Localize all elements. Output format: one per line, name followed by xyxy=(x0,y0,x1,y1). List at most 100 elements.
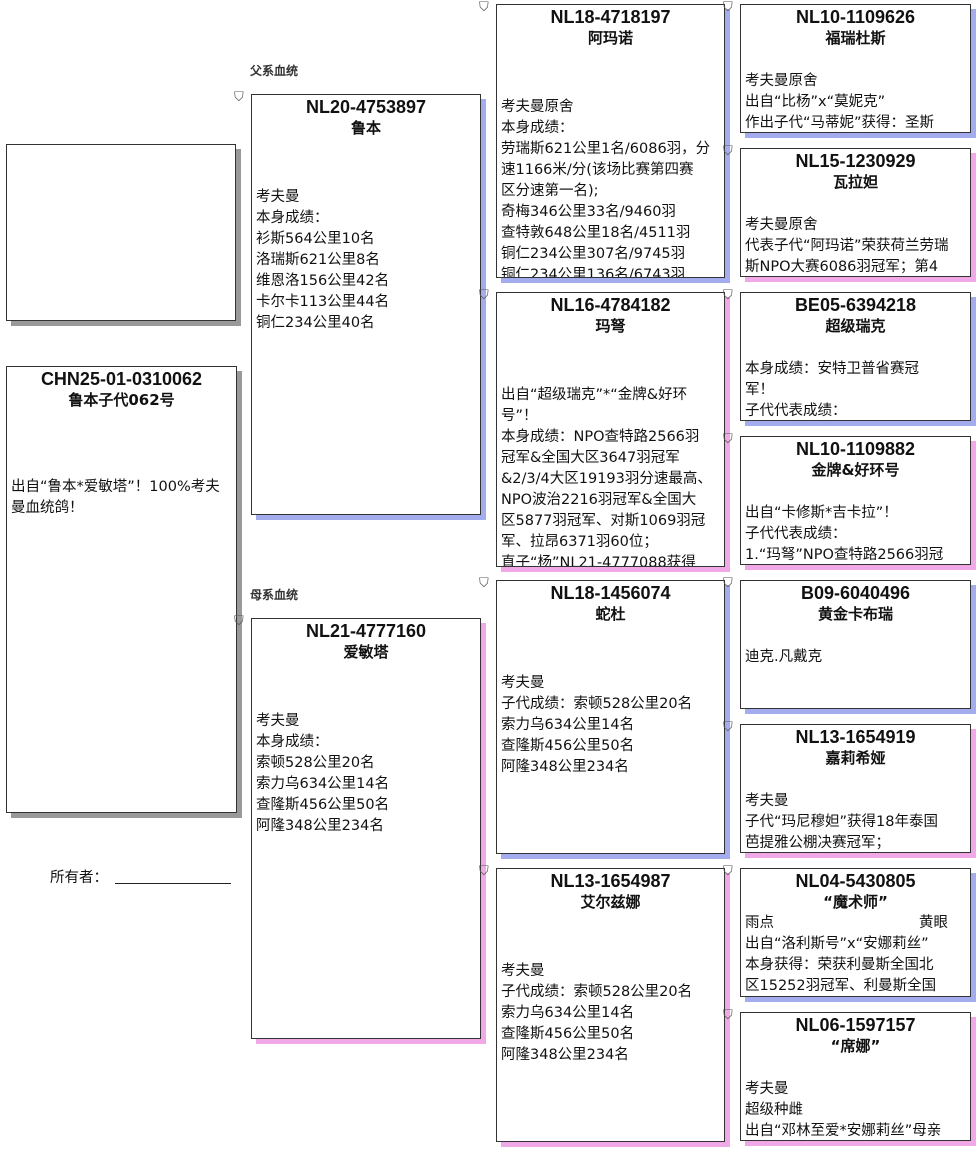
description-line: 考夫曼 xyxy=(501,963,545,979)
bird-name: 阿玛诺 xyxy=(587,29,633,47)
edit-bucket-icon[interactable]: ⛉ xyxy=(723,1008,733,1023)
owner-label: 所有者： xyxy=(50,870,108,886)
description-line: 子代成绩：索顿528公里20名 xyxy=(501,984,693,1000)
edit-bucket-icon[interactable]: ⛉ xyxy=(723,864,733,879)
description-line: 超级种雌 xyxy=(745,1102,803,1118)
description-line: 查隆斯456公里50名 xyxy=(501,1026,635,1042)
description-line: 号”！ xyxy=(501,408,538,424)
description-line: 代表子代“阿玛诺”荣获荷兰劳瑞 xyxy=(745,238,949,254)
description-line: 本身成绩：NPO查特路2566羽 xyxy=(501,429,700,445)
bird-name: 黄金卡布瑞 xyxy=(817,605,893,623)
subject-description: 出自“鲁本*爱敏塔”！100%考夫曼血统鸽！ xyxy=(11,479,220,516)
ring-number: NL20-4753897 xyxy=(305,97,427,117)
description-line: 出自“洛利斯号”x“安娜莉丝” xyxy=(745,936,929,952)
bird-name: 艾尔兹娜 xyxy=(580,893,641,911)
edit-bucket-icon[interactable]: ⛉ xyxy=(479,864,489,879)
bird-description: 考夫曼本身成绩：索顿528公里20名索力乌634公里14名查隆斯456公里50名… xyxy=(256,711,478,837)
pedigree-card-dd-sire[interactable]: NL04-5430805 “魔术师” 雨点黄眼出自“洛利斯号”x“安娜莉丝” 本身获得… xyxy=(740,868,971,997)
pedigree-card-dd-dam[interactable]: NL06-1597157“席娜”考夫曼超级种雌出自“邓林至爱*安娜莉丝”母亲 xyxy=(740,1012,971,1141)
bird-description: 出自“卡修斯*吉卡拉”！子代代表成绩：1.“玛弩”NPO查特路2566羽冠 xyxy=(745,503,968,564)
ring-number: NL10-1109882 xyxy=(795,439,916,459)
bird-name: 超级瑞克 xyxy=(825,317,886,335)
description-line: 冠军&全国大区3647羽冠军 xyxy=(501,450,680,466)
bird-description: 考夫曼原舍出自“比杨”x“莫妮克”作出子代“马蒂妮”获得：圣斯 xyxy=(745,71,968,132)
bird-name: 爱敏塔 xyxy=(343,643,389,661)
edit-bucket-icon[interactable]: ⛉ xyxy=(234,614,244,629)
description-line: 卡尔卡113公里44名 xyxy=(256,294,390,310)
description-line: 1.“玛弩”NPO查特路2566羽冠 xyxy=(745,547,944,563)
description-line: 雨点黄眼 xyxy=(745,913,968,934)
ring-number: B09-6040496 xyxy=(800,583,911,603)
description-line: 子代代表成绩： xyxy=(745,526,847,542)
description-line: 子代成绩：索顿528公里20名 xyxy=(501,696,693,712)
description-line: 迪克.凡戴克 xyxy=(745,649,823,665)
bird-description: 考夫曼原舍代表子代“阿玛诺”荣获荷兰劳瑞斯NPO大赛6086羽冠军；第4 xyxy=(745,215,968,276)
description-line: 考夫曼 xyxy=(256,713,300,729)
edit-bucket-icon[interactable]: ⛉ xyxy=(723,432,733,447)
description-line: 考夫曼 xyxy=(256,189,300,205)
description-line: 本身获得：荣获利曼斯全国北 xyxy=(745,957,934,973)
edit-bucket-icon[interactable]: ⛉ xyxy=(479,0,489,15)
description-line: 考夫曼 xyxy=(501,675,545,691)
edit-bucket-icon[interactable]: ⛉ xyxy=(723,288,733,303)
description-line: 索顿528公里20名 xyxy=(256,755,375,771)
edit-bucket-icon[interactable]: ⛉ xyxy=(479,576,489,591)
owner-input-line[interactable] xyxy=(115,883,231,884)
description-line: 阿隆348公里234名 xyxy=(501,1047,629,1063)
description-line: 奇梅346公里33名/9460羽 xyxy=(501,204,676,220)
edit-bucket-icon[interactable]: ⛉ xyxy=(479,288,489,303)
description-part: 雨点 xyxy=(745,915,774,931)
bird-name: 嘉莉希娅 xyxy=(825,749,886,767)
photo-placeholder xyxy=(6,144,236,321)
bird-name: “魔术师” xyxy=(823,893,888,911)
description-line: 本身成绩：安特卫普省赛冠 xyxy=(745,361,919,377)
bird-name: 金牌&好环号 xyxy=(811,461,900,479)
description-line: 区分速第一名); xyxy=(501,183,599,199)
bird-description: 考夫曼超级种雌出自“邓林至爱*安娜莉丝”母亲 xyxy=(745,1079,968,1140)
edit-bucket-icon[interactable]: ⛉ xyxy=(723,576,733,591)
ring-number: NL21-4777160 xyxy=(305,621,427,641)
bird-description: 出自“超级瑞克”*“金牌&好环号”！本身成绩：NPO查特路2566羽冠军&全国大… xyxy=(501,385,722,567)
description-line: 考夫曼 xyxy=(745,1081,789,1097)
description-line: 子代代表成绩： xyxy=(745,403,847,419)
bird-name: 蛇杜 xyxy=(595,605,626,623)
edit-bucket-icon[interactable]: ⛉ xyxy=(234,90,244,105)
bird-description: 考夫曼原舍本身成绩：劳瑞斯621公里1名/6086羽，分速1166米/分(该场比… xyxy=(501,97,722,277)
description-line: 直子“杨”NL21-4777088获得 xyxy=(501,555,696,567)
description-line: 本身成绩： xyxy=(256,734,329,750)
bird-description: 考夫曼子代“玛尼穆妲”获得18年泰国芭提雅公棚决赛冠军； xyxy=(745,791,968,852)
description-line: 阿隆348公里234名 xyxy=(256,818,384,834)
ring-number: NL04-5430805 xyxy=(795,871,916,891)
sire-line-label: 父系血统 xyxy=(250,64,299,78)
bird-name: 瓦拉妲 xyxy=(832,173,878,191)
pedigree-card-ds-dam[interactable]: NL13-1654919 嘉莉希娅考夫曼子代“玛尼穆妲”获得18年泰国芭提雅公棚决… xyxy=(740,724,971,853)
ring-number: NL15-1230929 xyxy=(795,151,916,171)
description-line: NPO波治2216羽冠军&全国大 xyxy=(501,492,697,508)
description-line: 考夫曼原舍 xyxy=(501,99,574,115)
description-line: 子代“玛尼穆妲”获得18年泰国 xyxy=(745,814,938,830)
ring-number: NL06-1597157 xyxy=(795,1015,916,1035)
edit-bucket-icon[interactable]: ⛉ xyxy=(723,0,733,15)
description-line: 铜仁234公里40名 xyxy=(256,315,375,331)
ring-number: NL13-1654919 xyxy=(795,727,916,747)
description-line: 衫斯564公里10名 xyxy=(256,231,375,247)
description-line: 速1166米/分(该场比赛第四赛 xyxy=(501,162,694,178)
bird-description: 考夫曼子代成绩：索顿528公里20名索力乌634公里14名查隆斯456公里50名… xyxy=(501,961,722,1066)
pedigree-card-ds-sire[interactable]: B09-6040496 黄金卡布瑞迪克.凡戴克 xyxy=(740,580,971,709)
description-line: 铜仁234公里307名/9745羽 xyxy=(501,246,686,262)
ring-number: NL13-1654987 xyxy=(550,871,671,891)
edit-bucket-icon[interactable]: ⛉ xyxy=(723,720,733,735)
edit-bucket-icon[interactable]: ⛉ xyxy=(723,144,733,159)
description-line: 考夫曼原舍 xyxy=(745,217,818,233)
dam-line-label: 母系血统 xyxy=(250,588,299,602)
